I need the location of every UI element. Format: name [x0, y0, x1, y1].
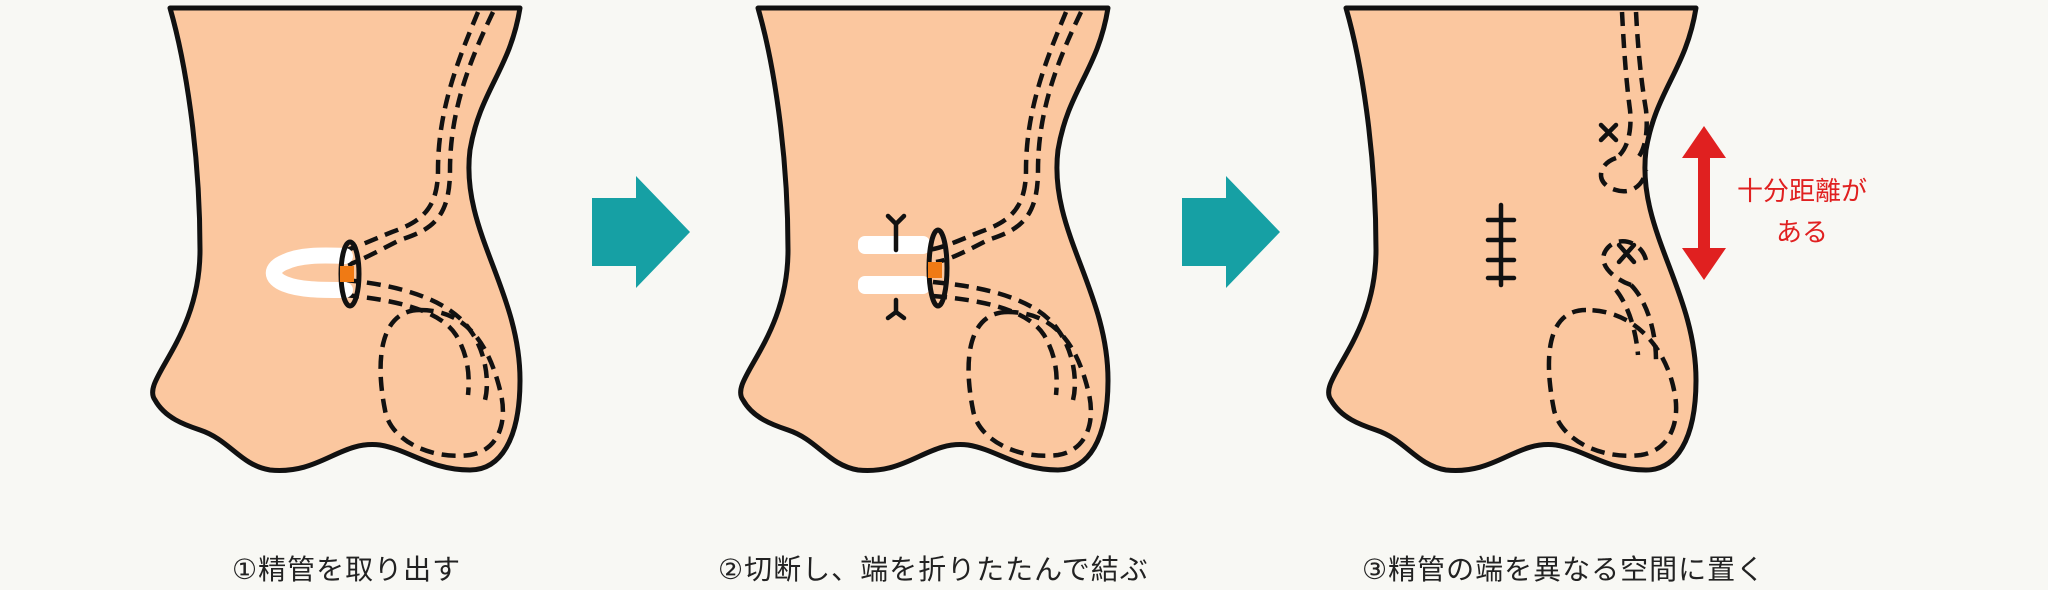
panel-2-scrotum [741, 8, 1108, 470]
caption-step-1: ①精管を取り出す [232, 553, 462, 586]
distance-annotation-line-1: 十分距離が [1736, 177, 1867, 207]
panel-3-scrotum [1329, 8, 1696, 470]
distance-annotation-line-2: ある [1775, 218, 1828, 248]
caption-step-3: ③精管の端を異なる空間に置く [1362, 553, 1766, 586]
right-arrow-icon [1182, 176, 1280, 288]
right-arrow-icon [592, 176, 690, 288]
caption-step-2: ②切断し、端を折りたたんで結ぶ [718, 553, 1149, 586]
panel-1-scrotum [153, 8, 520, 470]
double-arrow-icon [1682, 126, 1726, 280]
